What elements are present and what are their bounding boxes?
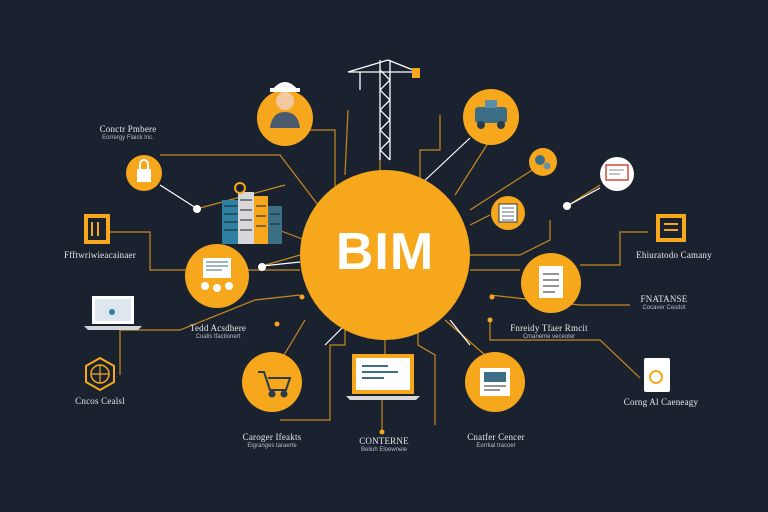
- hub-label: BIM: [335, 223, 435, 281]
- hub-circle: [300, 170, 470, 340]
- tablet-icon: [644, 358, 670, 392]
- label-left-upper: Ffftwriwieacainaer: [64, 250, 136, 260]
- crane-icon: [347, 59, 420, 161]
- label-right-upper: Ehiuratodo Camany: [636, 250, 712, 260]
- label-right-lower: Corng Al Caeneagy: [623, 397, 699, 407]
- connector-dots: [193, 202, 571, 271]
- laptop-icon: [84, 296, 142, 330]
- gears-node: [529, 148, 557, 176]
- board-node: [600, 157, 634, 191]
- label-bottom-right: Cnatfer Cencer Eorrkal tracoer: [467, 432, 525, 449]
- label-left-middle: Tedd Acsdhere Cualis tfactionert: [189, 323, 247, 340]
- label-bottom-left: Caroger Ifeakts Eigranges taraerte: [242, 432, 302, 449]
- connector-dots-orange: [274, 294, 495, 435]
- lock-node: [126, 155, 162, 191]
- truck-icon: [475, 100, 507, 129]
- worker-hardhat-icon: [270, 82, 300, 128]
- planning-board-icon: [201, 258, 233, 292]
- label-left-lower: Cncos Cealsl: [75, 396, 125, 406]
- gears-icon: [535, 155, 545, 165]
- label-right-middle2: Fnreidy Tfaer Rmcit Cmaneme veceoter: [510, 323, 588, 340]
- lock-icon: [137, 159, 151, 182]
- cart-icon: [258, 371, 292, 398]
- cart-node: [242, 352, 302, 412]
- globe-icon: [85, 356, 115, 392]
- grid-node: [491, 196, 525, 230]
- book-icon: [84, 214, 110, 244]
- grid-icon: [498, 203, 518, 223]
- truck-node: [463, 89, 519, 145]
- label-right-middle: FNATANSE Cocaver Cesdot: [640, 294, 688, 311]
- folder-icon: [656, 214, 686, 242]
- worker-node: [257, 82, 313, 146]
- label-bottom-center: CONTERNE Beliuh Eloewnele: [359, 436, 409, 453]
- document-icon: [539, 266, 563, 298]
- building-icon: [222, 182, 282, 244]
- board-icon: [605, 164, 629, 181]
- monitor-icon: [346, 354, 420, 400]
- document-node: [521, 253, 581, 313]
- planning-node: [185, 244, 249, 308]
- label-top-left: Conctr Pmbere Eorrergy Flaick Inc.: [99, 124, 157, 141]
- inbox-icon: [480, 368, 510, 396]
- inbox-node: [465, 352, 525, 412]
